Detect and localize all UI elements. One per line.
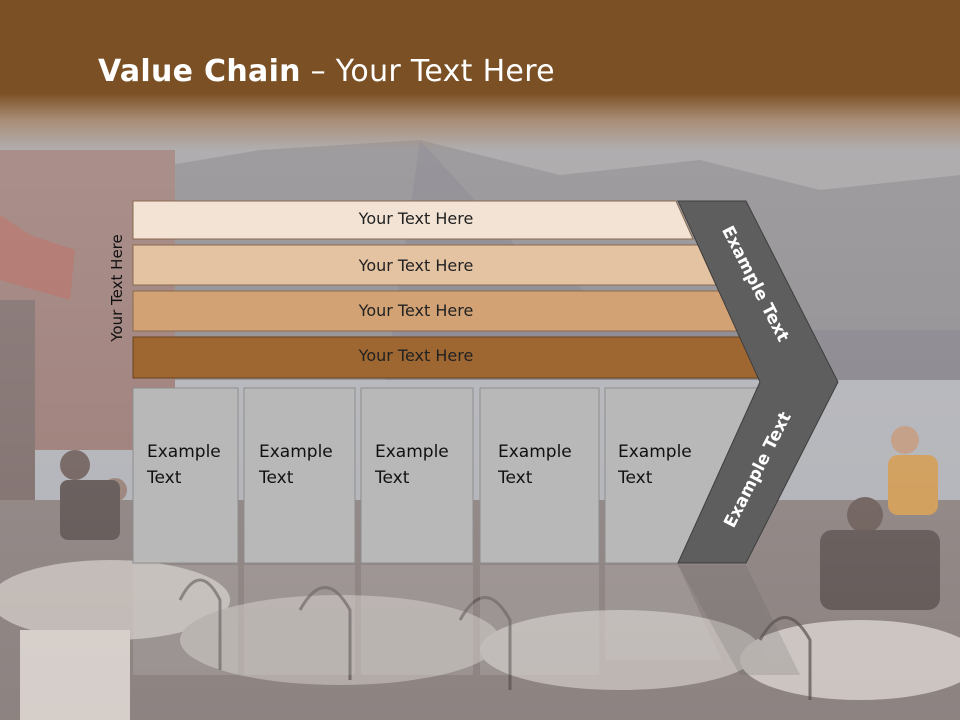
- cell-1-label: Example Text: [147, 439, 221, 491]
- cell-2-label: Example Text: [259, 439, 333, 491]
- cell-3-line2: Text: [375, 468, 410, 488]
- band-2-label: Your Text Here: [358, 256, 474, 275]
- cell-2[interactable]: [243, 387, 356, 564]
- cell-1[interactable]: [132, 387, 239, 564]
- cell-3-line1: Example: [375, 442, 449, 462]
- reflection: [133, 565, 800, 675]
- cell-2-line2: Text: [259, 468, 294, 488]
- cell-4-line1: Example: [498, 442, 572, 462]
- band-1[interactable]: [132, 200, 694, 240]
- title-rest: – Your Text Here: [300, 54, 555, 89]
- cell-4[interactable]: [479, 387, 600, 564]
- chevron-arrow[interactable]: [677, 200, 839, 564]
- band-4-label: Your Text Here: [358, 346, 474, 365]
- support-activities-label: Your Text Here: [108, 234, 126, 342]
- band-3-label: Your Text Here: [358, 301, 474, 320]
- cell-1-line2: Text: [147, 468, 182, 488]
- cell-4-label: Example Text: [498, 439, 572, 491]
- cell-3[interactable]: [360, 387, 474, 564]
- cell-5-label: Example Text: [618, 439, 692, 491]
- cell-2-line1: Example: [259, 442, 333, 462]
- title-bold: Value Chain: [98, 54, 301, 89]
- cell-3-label: Example Text: [375, 439, 449, 491]
- band-1-label: Your Text Here: [358, 209, 474, 228]
- cell-1-line1: Example: [147, 442, 221, 462]
- slide-title: Value Chain – Your Text Here: [98, 54, 555, 89]
- cell-5-line2: Text: [618, 468, 653, 488]
- cell-5-line1: Example: [618, 442, 692, 462]
- title-bar: [0, 0, 960, 150]
- cell-4-line2: Text: [498, 468, 533, 488]
